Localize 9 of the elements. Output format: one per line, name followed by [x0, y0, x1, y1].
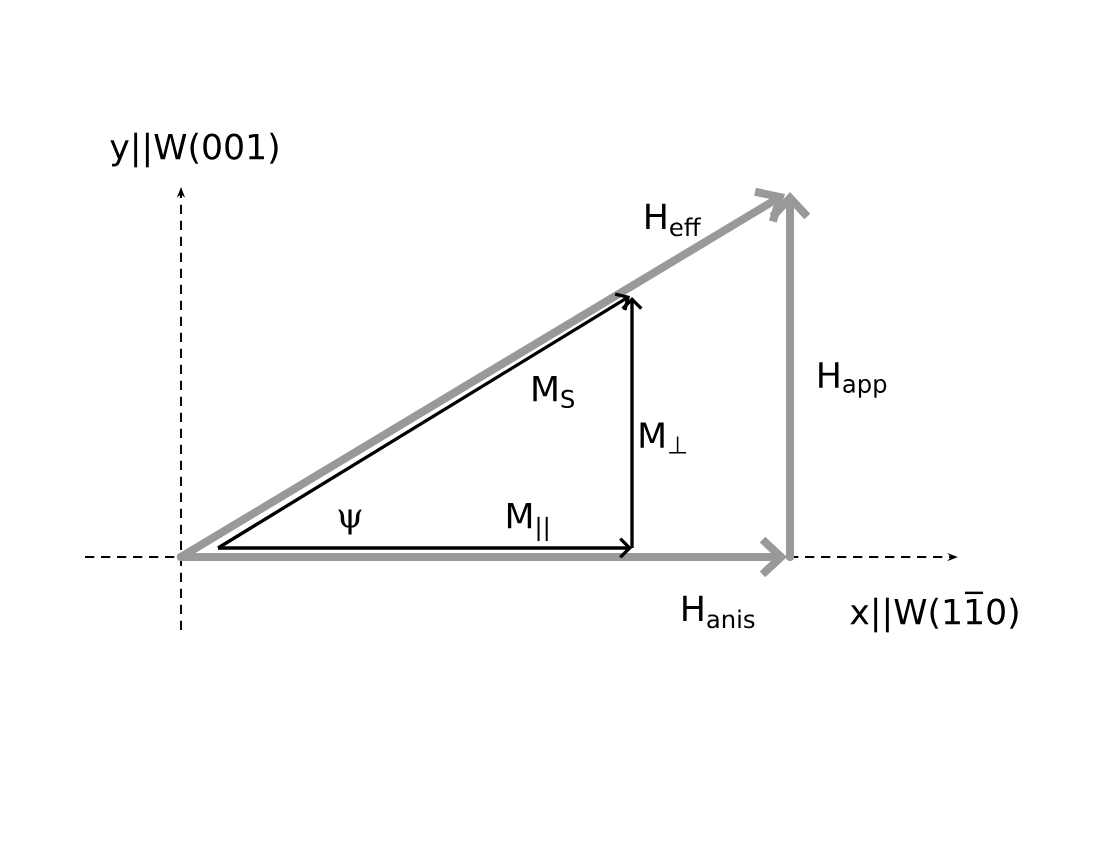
axis-label: y||W(001)	[110, 132, 278, 168]
axis-label: x||W(11̅0)	[850, 591, 1018, 633]
axis-label: H$_{eff}$	[646, 203, 701, 237]
axis-label: H$_{anis}$	[683, 595, 755, 629]
axis-label: M$_{||}$	[507, 502, 548, 542]
axis-label: H$_{app}$	[819, 362, 887, 398]
axis-label: M$_{S}$	[533, 375, 574, 409]
axis-label: M$_{⊥}$	[640, 422, 687, 454]
axis-label: ψ	[338, 509, 362, 535]
